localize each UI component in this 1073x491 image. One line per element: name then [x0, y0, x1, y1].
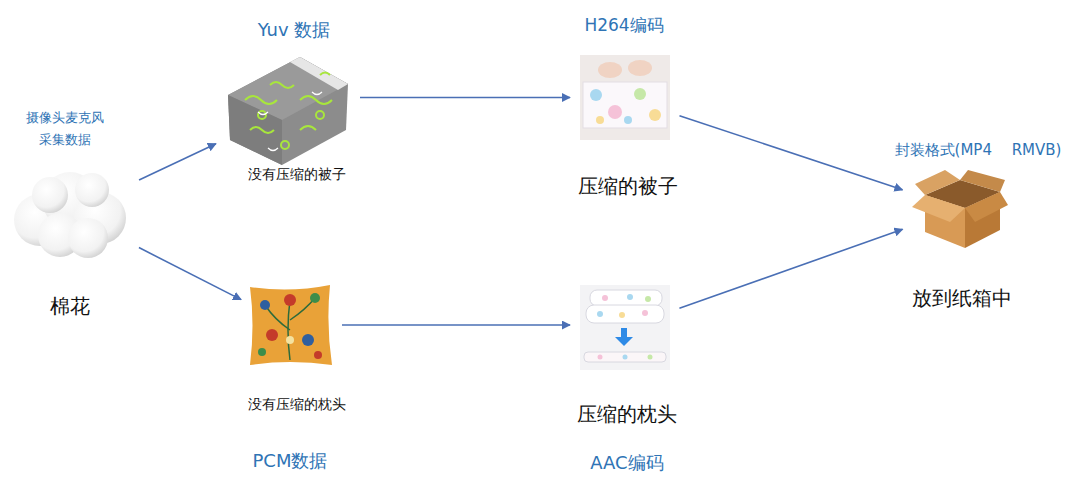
cotton-picture [14, 172, 126, 258]
stage-label: H264编码 [584, 15, 663, 36]
flow-arrow [342, 324, 570, 326]
picture-node: 没有压缩的枕头PCM数据 [250, 285, 332, 365]
picture-node: Yuv 数据没有压缩的被子 [225, 55, 350, 165]
picture-node: 封装格式(MP4 RMVB)放到纸箱中 [912, 168, 1008, 250]
picture-node: 摄像头麦克风 采集数据棉花 [10, 170, 130, 255]
compressed-quilt-picture [580, 55, 670, 140]
quilt-picture [228, 57, 348, 165]
pillow-picture [250, 285, 332, 365]
flow-arrow [679, 229, 902, 308]
item-caption: 压缩的枕头 [577, 402, 677, 427]
item-caption: 压缩的被子 [578, 174, 678, 199]
compressed-pillow-picture [580, 285, 670, 370]
item-caption: 没有压缩的被子 [248, 166, 346, 184]
stage-label: 摄像头麦克风 采集数据 [22, 107, 108, 151]
picture-node: 压缩的枕头AAC编码 [580, 285, 670, 370]
item-caption: 放到纸箱中 [912, 286, 1012, 311]
item-caption: 棉花 [50, 294, 90, 319]
flow-arrow [139, 248, 241, 300]
stage-label: AAC编码 [590, 452, 663, 475]
item-caption: 没有压缩的枕头 [248, 396, 346, 414]
flow-arrow [139, 144, 216, 180]
box-picture [912, 170, 1008, 248]
flow-arrow [360, 97, 570, 99]
stage-label: PCM数据 [253, 450, 328, 473]
stage-label: Yuv 数据 [258, 19, 331, 42]
flow-arrow [679, 116, 902, 190]
stage-label: 封装格式(MP4 RMVB) [895, 141, 1062, 160]
picture-node: H264编码压缩的被子 [580, 55, 670, 140]
